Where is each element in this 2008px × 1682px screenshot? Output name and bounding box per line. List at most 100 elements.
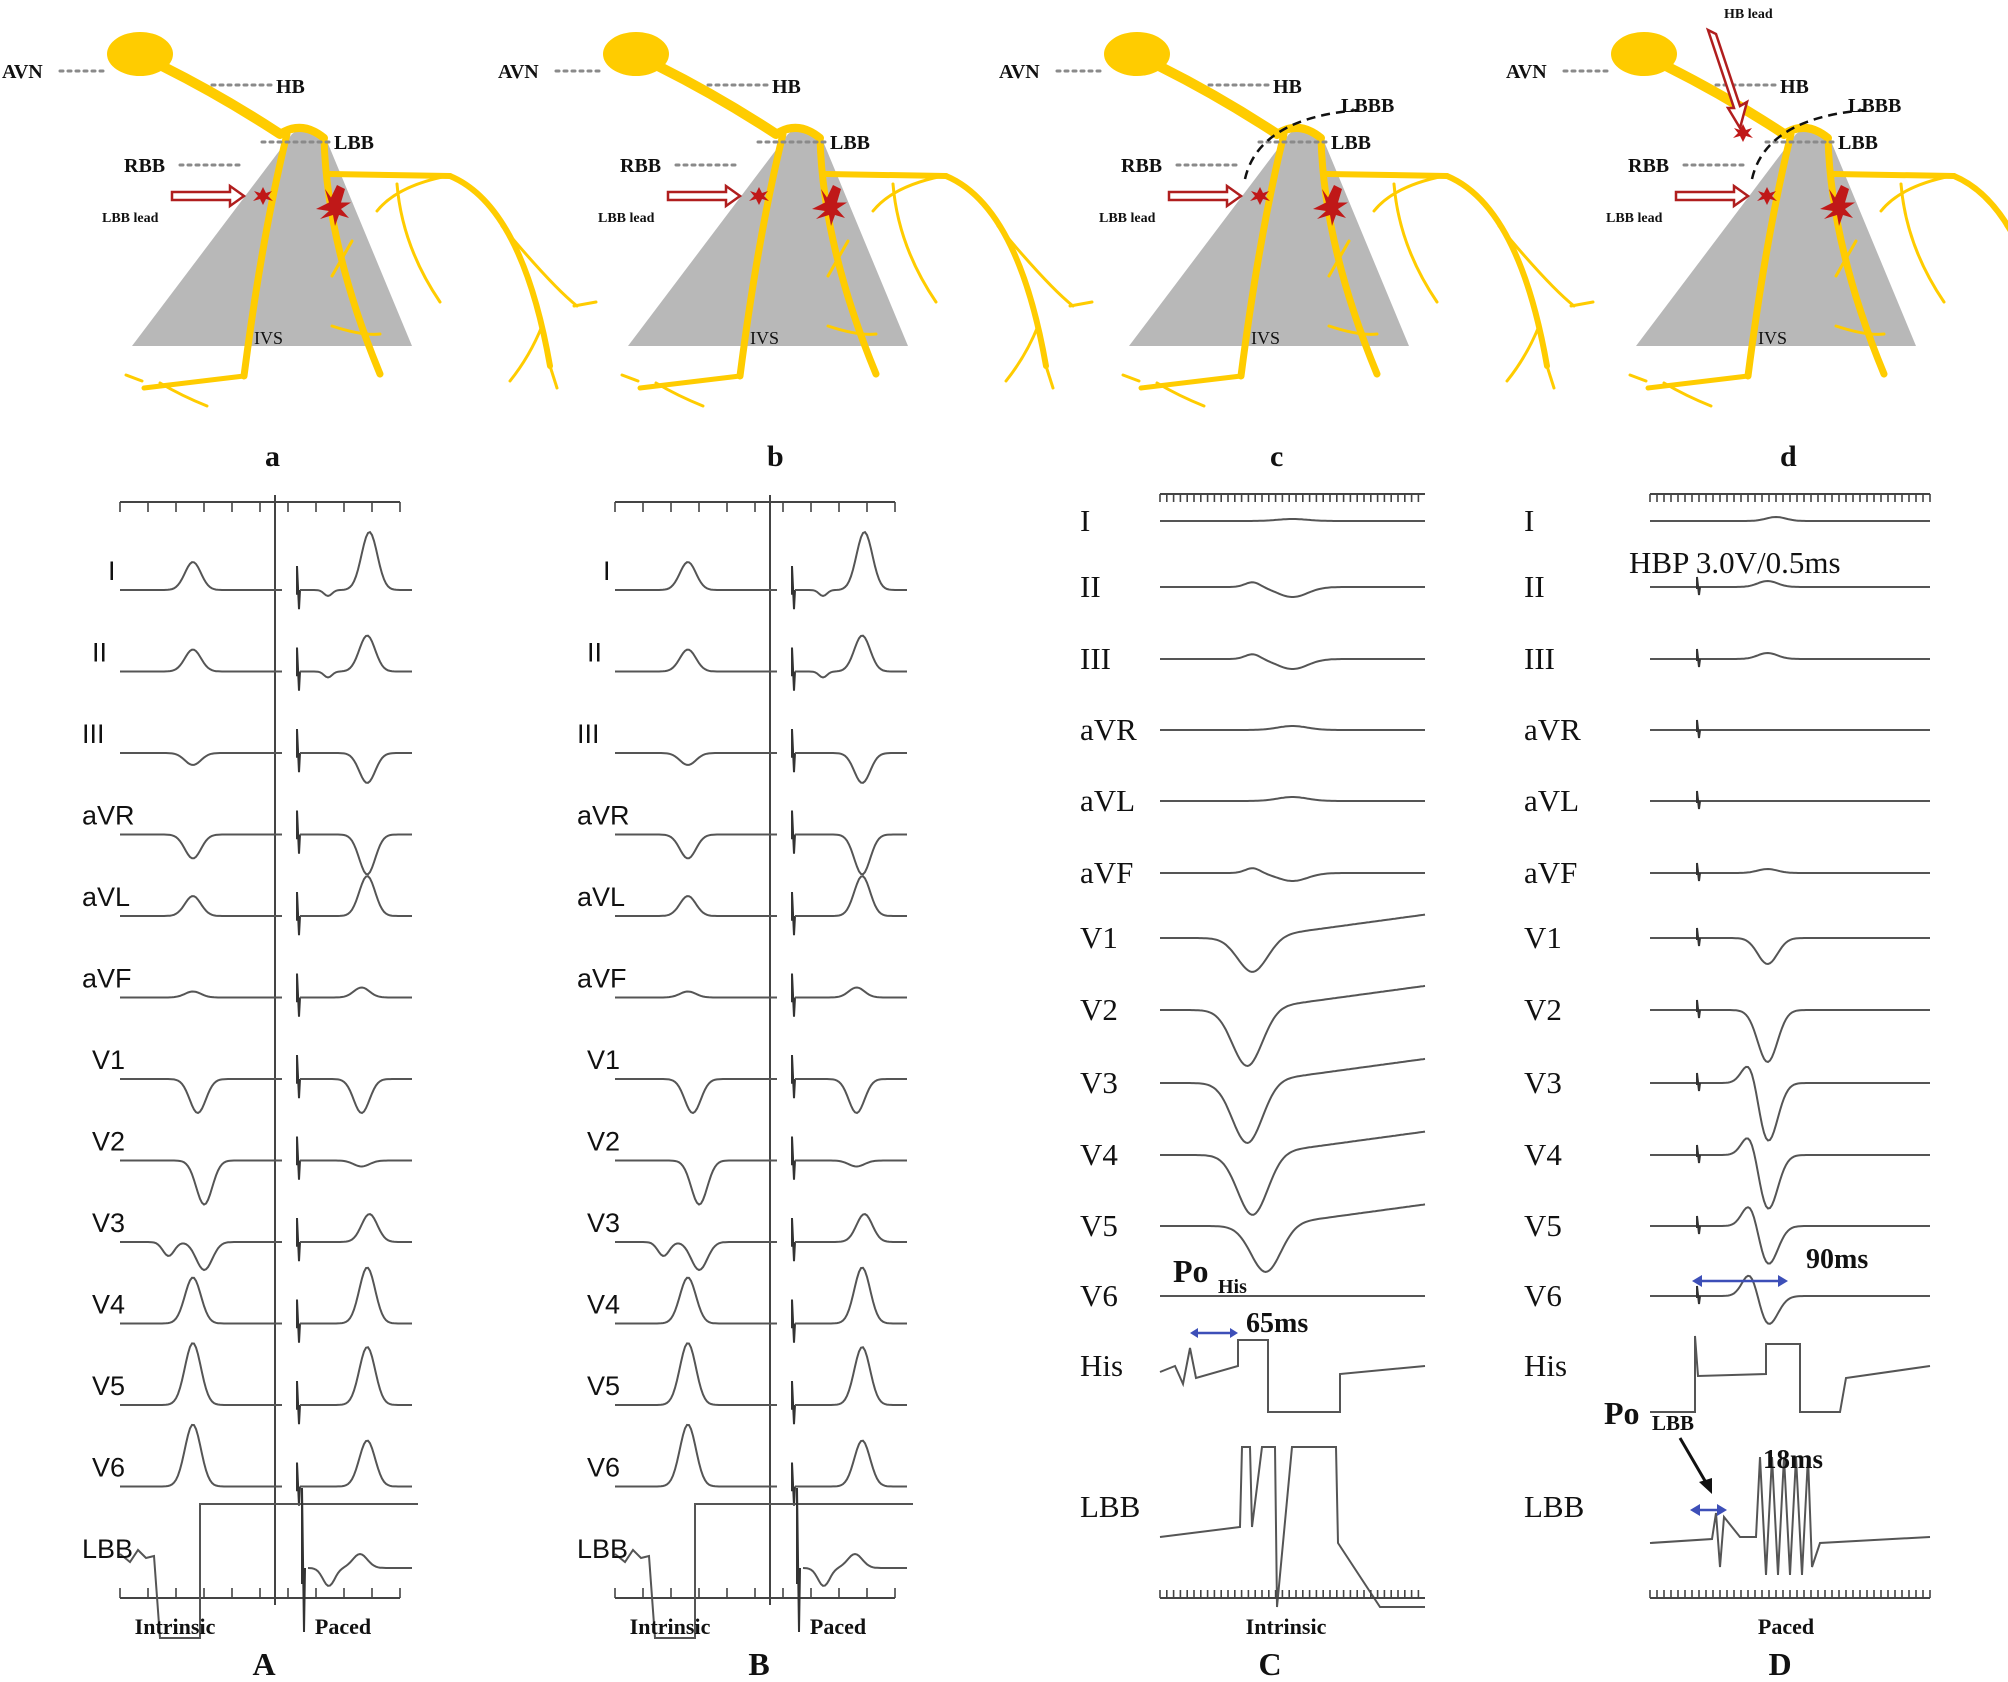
lbb-label: LBB — [830, 132, 870, 154]
panel-label-c: c — [1270, 440, 1283, 473]
lead-label-LBB: LBB — [1524, 1489, 1584, 1524]
lead-label-V2: V2 — [1524, 992, 1562, 1027]
lead-label-His: His — [1524, 1348, 1567, 1383]
trace-V3-paced — [795, 1213, 907, 1243]
conduction-system-drawing — [603, 32, 1092, 406]
caliper-end — [1190, 1328, 1198, 1338]
trace-LBB-paced — [1649, 1456, 1931, 1576]
trace-II-intrinsic — [120, 648, 282, 673]
trace-V4-paced — [1650, 1137, 1930, 1210]
trace-aVL-intrinsic — [1160, 796, 1425, 802]
trace-III-paced — [300, 752, 412, 784]
lbb-label: LBB — [334, 132, 374, 154]
pacing-spike-II — [791, 647, 796, 691]
trace-V1-paced — [300, 1078, 412, 1115]
pacing-spike-V4 — [791, 1299, 796, 1343]
pacing-spike-V5 — [791, 1380, 796, 1425]
lead-label-V3: V3 — [92, 1208, 125, 1238]
trace-V5-paced — [1650, 1206, 1930, 1265]
lead-label-I: I — [108, 556, 116, 586]
trace-V6-paced — [795, 1439, 907, 1488]
rbb-label: RBB — [620, 155, 661, 177]
trace-II-intrinsic — [1160, 581, 1425, 598]
pacing-spike-V3 — [791, 1217, 796, 1262]
lead-label-V1: V1 — [587, 1045, 620, 1075]
trace-V4-intrinsic — [615, 1276, 777, 1325]
caption-paced: Paced — [315, 1614, 371, 1639]
caliper-end — [1717, 1504, 1727, 1516]
lead-label-III: III — [577, 719, 600, 749]
trace-II-paced — [300, 634, 412, 679]
hbp-setting: HBP 3.0V/0.5ms — [1629, 545, 1841, 580]
trace-aVF-paced — [1650, 867, 1930, 874]
trace-I-paced — [795, 530, 907, 598]
pacing-spike-V4 — [1696, 1144, 1701, 1164]
interval-18ms: 18ms — [1763, 1444, 1823, 1474]
avn-label: AVN — [2, 61, 43, 83]
lead-label-I: I — [603, 556, 611, 586]
pacing-spike-I — [791, 565, 796, 610]
hb-label: HB — [1780, 76, 1809, 98]
trace-V1-intrinsic — [120, 1078, 282, 1115]
lead-label-aVF: aVF — [577, 964, 627, 994]
lead-label-I: I — [1524, 503, 1534, 538]
trace-aVF-paced — [795, 986, 907, 999]
lead-label-V1: V1 — [1080, 920, 1118, 955]
lead-label-aVR: aVR — [82, 801, 135, 831]
lead-label-V1: V1 — [92, 1045, 125, 1075]
trace-V2-paced — [300, 1159, 412, 1168]
lead-label-aVF: aVF — [1080, 855, 1133, 890]
trace-II-intrinsic — [615, 648, 777, 673]
trace-V4-intrinsic — [120, 1276, 282, 1325]
pacing-spike-aVR — [791, 810, 796, 854]
pacing-spike-V2 — [1696, 999, 1701, 1019]
ivs-label: IVS — [254, 328, 283, 348]
po-lbb-arrow — [1678, 1437, 1710, 1487]
lead-label-V5: V5 — [1080, 1208, 1118, 1243]
trace-aVR-paced — [795, 833, 907, 876]
trace-I-intrinsic — [615, 561, 777, 591]
trace-V4-paced — [300, 1266, 412, 1325]
lead-label-V3: V3 — [587, 1208, 620, 1238]
lead-label-II: II — [1524, 569, 1545, 604]
time-ruler-top — [119, 501, 401, 512]
hb-label: HB — [276, 76, 305, 98]
trace-V2-paced — [1650, 1009, 1930, 1064]
pacing-spike-V3 — [1696, 1072, 1701, 1092]
avn-label: AVN — [498, 61, 539, 83]
lbb-lead-arrow — [666, 184, 742, 208]
trace-aVR-intrinsic — [120, 833, 282, 860]
pacing-spike-III — [296, 728, 301, 773]
po-lbb-label: Po — [1604, 1395, 1640, 1431]
trace-V5-paced — [795, 1346, 907, 1406]
lead-label-V6: V6 — [1524, 1278, 1562, 1313]
trace-I-intrinsic — [1160, 518, 1425, 522]
po-lbb-subscript: LBB — [1652, 1411, 1694, 1435]
trace-V2-intrinsic — [120, 1159, 282, 1206]
panel-label-C: C — [1258, 1646, 1281, 1682]
lead-label-V2: V2 — [92, 1127, 125, 1157]
caption-intrinsic: Intrinsic — [630, 1614, 711, 1639]
lead-label-V5: V5 — [92, 1371, 125, 1401]
pacing-spike-V5 — [296, 1380, 301, 1425]
lead-label-III: III — [1080, 641, 1111, 676]
lead-label-V3: V3 — [1080, 1065, 1118, 1100]
pacing-spike-III — [791, 728, 796, 773]
pacing-spike-V6 — [791, 1462, 796, 1506]
lbbb-label: LBBB — [1341, 95, 1394, 117]
panel-label-D: D — [1768, 1646, 1791, 1682]
trace-V5-intrinsic — [120, 1342, 282, 1406]
trace-LBB-paced — [307, 1552, 412, 1587]
pacing-spike-aVR — [1696, 719, 1701, 739]
lbb-lead-label: LBB lead — [598, 211, 655, 226]
trace-LBB-intrinsic — [614, 1503, 913, 1639]
lbb-lead-label: LBB lead — [1099, 211, 1156, 226]
conduction-system-drawing — [1611, 32, 2008, 406]
lead-label-aVL: aVL — [577, 882, 625, 912]
lead-label-V1: V1 — [1524, 920, 1562, 955]
pacing-spike-LBB — [796, 1487, 801, 1633]
trace-V3-paced — [1650, 1065, 1930, 1142]
pacing-spike-aVL — [296, 891, 301, 936]
